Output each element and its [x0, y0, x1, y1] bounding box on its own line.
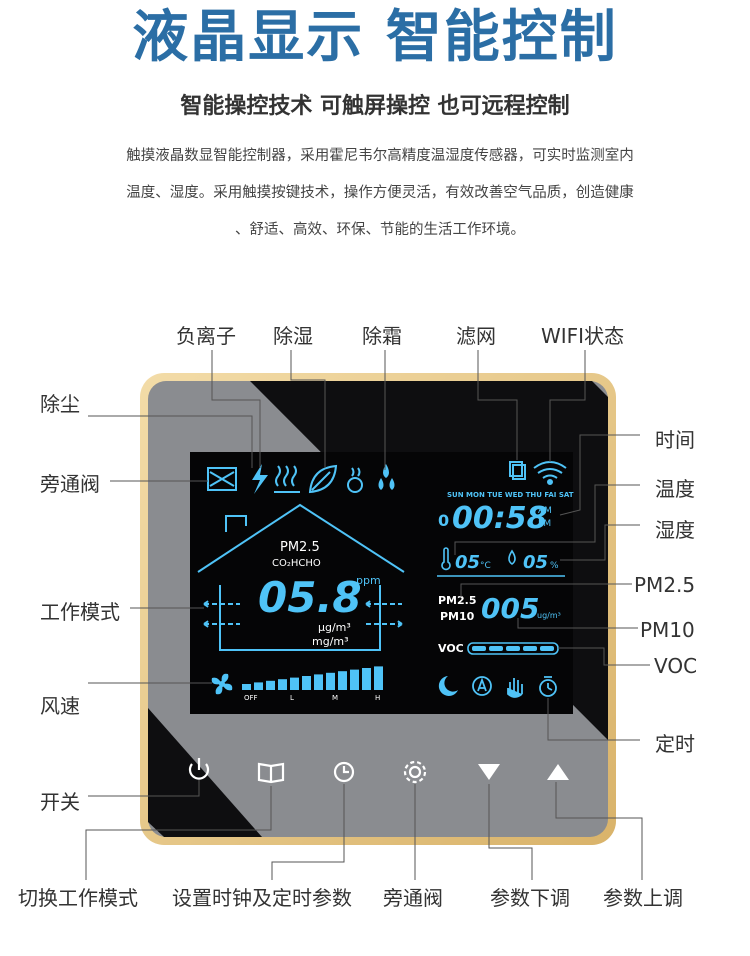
- page-subtitle: 智能操控技术 可触屏操控 也可远程控制: [180, 94, 570, 119]
- fan-level-h: H: [375, 694, 380, 702]
- lcd-ugm3: μg/m³: [318, 621, 351, 634]
- description: 触摸液晶数显智能控制器，采用霍尼韦尔高精度温湿度传感器，可实时监测室内 温度、湿…: [60, 138, 700, 249]
- callout-switch-mode: 切换工作模式: [18, 886, 138, 910]
- callout-bypass-valve-button: 旁通阀: [383, 886, 443, 910]
- timer-icon: [539, 676, 557, 697]
- clock-icon: [333, 761, 355, 783]
- down-arrow-icon[interactable]: [478, 764, 500, 780]
- lightning-icon: [252, 464, 268, 494]
- leaf-icon: [308, 464, 338, 494]
- callout-time: 时间: [655, 428, 695, 452]
- lcd-pm: PM: [538, 519, 551, 529]
- callout-dust-removal: 除尘: [40, 392, 80, 416]
- lcd-voc-label: VOC: [438, 642, 464, 655]
- lcd-mgm3: mg/m³: [312, 635, 349, 648]
- gear-icon: [403, 760, 427, 784]
- fan-speed-bar: [254, 682, 263, 690]
- callout-filter: 滤网: [456, 324, 496, 348]
- callout-param-up: 参数上调: [603, 886, 683, 910]
- fan-speed-bar: [374, 666, 383, 690]
- moon-icon: [438, 676, 458, 696]
- bypass-valve-icon: [207, 467, 237, 491]
- voc-segment: [506, 646, 520, 651]
- lcd-pm-value: 005: [481, 592, 539, 625]
- fan-level-off: OFF: [244, 694, 258, 702]
- switch-mode-button[interactable]: [257, 762, 285, 784]
- fan-speed-bar: [314, 674, 323, 690]
- callout-timer: 定时: [655, 732, 695, 756]
- fan-level-m: M: [332, 694, 338, 702]
- callout-clock-timer-setting: 设置时钟及定时参数: [172, 886, 352, 910]
- lcd-humidity-unit: %: [550, 561, 559, 571]
- hand-icon: [507, 678, 523, 698]
- fan-speed-bar: [362, 668, 371, 690]
- power-icon: [188, 758, 210, 780]
- lcd-temperature: 05: [455, 552, 480, 573]
- voc-segment: [523, 646, 537, 651]
- fan-speed-bar: [266, 680, 275, 690]
- lcd-weekdays: SUN MON TUE WED THU FAI SAT: [447, 491, 574, 499]
- voc-segment: [489, 646, 503, 651]
- bypass-valve-button[interactable]: [403, 760, 427, 784]
- up-arrow-icon[interactable]: [547, 764, 569, 780]
- house-outline: [197, 503, 405, 651]
- lcd-pm25-label: PM2.5: [438, 594, 477, 607]
- lcd-ppm: ppm: [356, 574, 381, 587]
- thermometer-icon: [441, 547, 451, 571]
- lcd-time: 00:58: [452, 501, 548, 536]
- lcd-co2-label: CO₂HCHO: [272, 558, 321, 569]
- callout-work-mode: 工作模式: [40, 600, 120, 624]
- fan-speed-bar: [242, 684, 251, 690]
- lcd-pm10-label: PM10: [440, 610, 475, 623]
- lcd-status-icons: [207, 461, 567, 494]
- fan-speed-bar: [278, 679, 287, 690]
- callout-pm10: PM10: [640, 618, 695, 642]
- flow-arrows: [203, 599, 403, 629]
- description-line-1: 触摸液晶数显智能控制器，采用霍尼韦尔高精度温湿度传感器，可实时监测室内: [126, 148, 634, 164]
- callout-temperature: 温度: [655, 477, 695, 501]
- heat-icon: [274, 465, 300, 493]
- callout-bypass-valve: 旁通阀: [40, 472, 100, 496]
- callout-power: 开关: [40, 790, 80, 814]
- book-icon: [257, 762, 285, 784]
- fan-speed-bar: [302, 676, 311, 690]
- callout-humidity: 湿度: [655, 518, 695, 542]
- page-title: 液晶显示 智能控制: [132, 5, 618, 70]
- fan-icon: [211, 673, 233, 695]
- power-button[interactable]: [188, 758, 210, 780]
- callout-voc: VOC: [654, 654, 698, 678]
- fan-speed-bar: [338, 671, 347, 690]
- callout-negative-ion: 负离子: [176, 324, 236, 348]
- callout-dehumidify: 除湿: [273, 324, 313, 348]
- filter-icon: [509, 461, 526, 480]
- humidity-drop-icon: [508, 549, 516, 565]
- fan-speed-bar: [350, 669, 359, 690]
- callout-pm25: PM2.5: [634, 573, 696, 597]
- lcd-main-value: 05.8: [258, 573, 362, 622]
- voc-segment: [540, 646, 554, 651]
- lcd-temperature-unit: °C: [480, 561, 491, 571]
- fan-speed-bar: [290, 677, 299, 690]
- defrost-icon: [347, 467, 363, 493]
- lcd-time-prefix: 0: [438, 511, 449, 530]
- callout-wifi-status: WIFI状态: [541, 324, 625, 348]
- lcd-am: AM: [538, 506, 552, 516]
- description-line-2: 温度、湿度。采用触摸按键技术，操作方便灵活，有效改善空气品质，创造健康: [126, 185, 634, 201]
- voc-segment: [472, 646, 486, 651]
- lcd-pm-label: PM2.5: [280, 540, 320, 555]
- callout-defrost: 除霜: [362, 324, 402, 348]
- lcd-pm-unit: ug/m³: [537, 611, 561, 620]
- fan-speed-bar: [326, 672, 335, 690]
- callout-param-down: 参数下调: [490, 886, 570, 910]
- auto-icon: [472, 676, 492, 696]
- fan-level-l: L: [290, 694, 294, 702]
- leader-lines: [85, 350, 650, 880]
- clock-timer-button[interactable]: [333, 761, 355, 783]
- description-line-3: 、舒适、高效、环保、节能的生活工作环境。: [235, 222, 525, 238]
- lcd-humidity: 05: [523, 552, 548, 573]
- callout-fan-speed: 风速: [40, 694, 80, 718]
